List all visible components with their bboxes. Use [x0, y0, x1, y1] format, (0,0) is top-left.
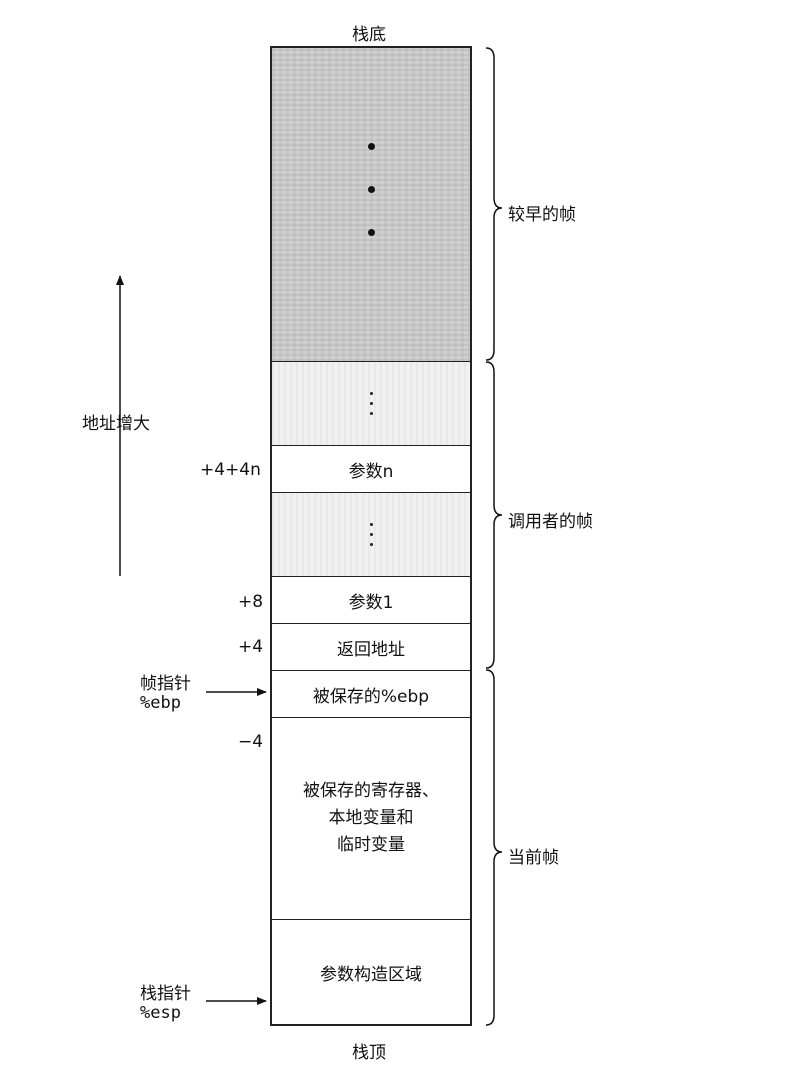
ellipsis-dots	[367, 143, 375, 236]
offset-param-n: +4+4n	[200, 460, 261, 480]
address-increase-label: 地址增大	[82, 405, 150, 438]
frame-pointer-label: 帧指针	[140, 674, 191, 694]
saved-ebp-text: 被保存的%ebp	[312, 686, 430, 707]
locals-line-2: 本地变量和	[328, 808, 414, 828]
offset-return-addr: +4	[238, 637, 264, 657]
stack-pointer-register: %esp	[140, 1003, 181, 1023]
earlier-frames-cell	[272, 48, 470, 362]
param-n-text: 参数n	[348, 461, 394, 482]
stack-top-label: 栈顶	[352, 1043, 386, 1063]
caller-extra-cell	[272, 362, 470, 446]
stack-column: 参数n 参数1 返回地址 被保存的%ebp 被保存的寄存器、 本地变量和 临时变…	[270, 46, 472, 1026]
frame-pointer-register: %ebp	[140, 693, 181, 713]
offset-param-1: +8	[238, 592, 264, 612]
return-address-text: 返回地址	[337, 639, 405, 660]
stack-pointer-label: 栈指针	[140, 984, 191, 1004]
arg-build-cell: 参数构造区域	[272, 920, 470, 1024]
arg-build-text: 参数构造区域	[320, 964, 422, 985]
param-1-text: 参数1	[348, 592, 394, 613]
current-frame-label: 当前帧	[508, 848, 559, 868]
current-frame-brace	[485, 669, 503, 1026]
locals-cell: 被保存的寄存器、 本地变量和 临时变量	[272, 718, 470, 920]
param-1-cell: 参数1	[272, 577, 470, 624]
return-address-cell: 返回地址	[272, 624, 470, 671]
earlier-frame-label: 较早的帧	[508, 205, 576, 225]
caller-params-cell	[272, 493, 470, 577]
ellipsis-dots	[369, 392, 373, 415]
caller-frame-brace	[485, 361, 503, 669]
locals-line-1: 被保存的寄存器、	[303, 781, 439, 801]
saved-ebp-cell: 被保存的%ebp	[272, 671, 470, 718]
locals-line-3: 临时变量	[337, 835, 405, 855]
param-n-cell: 参数n	[272, 446, 470, 493]
stack-bottom-label: 栈底	[352, 25, 386, 45]
ellipsis-dots	[369, 523, 373, 546]
earlier-frame-brace	[485, 47, 503, 361]
offset-locals: −4	[238, 732, 264, 752]
caller-frame-label: 调用者的帧	[508, 512, 593, 532]
